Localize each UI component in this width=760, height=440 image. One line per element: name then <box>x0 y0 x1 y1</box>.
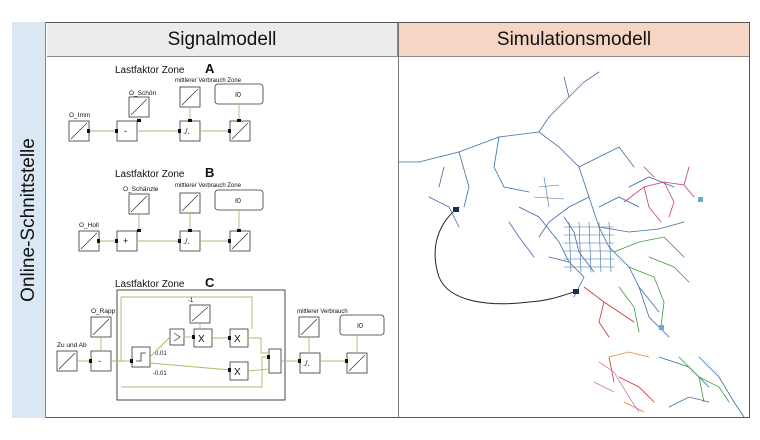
zone-a-sub-block <box>116 120 138 142</box>
zone-a: Lastfaktor Zone A O_Schön mittlerer Verb… <box>68 61 264 142</box>
zone-c-display <box>339 314 385 336</box>
header-simulation-model: Simulationsmodell <box>399 23 749 57</box>
signal-model-diagram: Lastfaktor Zone A O_Schön mittlerer Verb… <box>56 61 385 401</box>
zone-a-input-label: O_Imm <box>69 112 90 119</box>
zone-a-op1: - <box>124 126 127 136</box>
zone-c-upper: 0.01 <box>155 351 167 357</box>
zone-b-letter: B <box>205 165 214 180</box>
zone-c-display-value: I0 <box>357 323 363 330</box>
simulation-network-map <box>399 71 745 418</box>
zone-a-display-value: I0 <box>235 92 241 99</box>
zone-c-gain-block <box>169 328 185 346</box>
zone-c-mul2-top: X <box>234 334 241 345</box>
zone-c-op1: - <box>98 356 101 366</box>
zone-c-op2: ./. <box>303 359 310 368</box>
pipeline-black <box>434 206 578 305</box>
network-blue <box>399 71 745 418</box>
zone-a-letter: A <box>205 61 215 76</box>
zone-b: Lastfaktor Zone B O_Schänzle mittlerer V… <box>78 165 264 252</box>
map-markers <box>453 197 703 330</box>
zone-b-op2: ./. <box>183 237 190 246</box>
header-signal-model: Signalmodell <box>47 23 398 57</box>
zone-c-letter: C <box>205 275 215 290</box>
zone-c-mul1: X <box>198 334 205 345</box>
zone-c-mul2: X <box>234 367 241 378</box>
zone-b-display-value: I0 <box>235 198 241 205</box>
zone-c-source-label: O_Rapp <box>91 308 116 315</box>
side-panel <box>12 22 46 418</box>
zone-b-op1: + <box>123 236 128 246</box>
zone-c-display-label: mittlerer Verbrauch <box>297 309 348 315</box>
zone-c-sub-block <box>90 350 112 372</box>
zone-c-lower: -0.01 <box>153 371 167 377</box>
zone-a-op2: ./. <box>183 127 190 136</box>
zone-b-input-label: O_Holl <box>79 222 99 229</box>
network-pink <box>593 361 640 413</box>
network-red <box>583 286 655 403</box>
side-label: Online-Schnittstelle <box>18 138 39 302</box>
network-magenta <box>623 166 695 223</box>
network-blue-grid <box>533 176 615 273</box>
zone-a-source-label: O_Schön <box>129 90 156 97</box>
zone-c-const: -1 <box>188 298 194 304</box>
network-green <box>613 236 730 403</box>
zone-b-display-label: mittlerer Verbrauch Zone <box>175 183 242 189</box>
zone-c-title: Lastfaktor Zone <box>115 279 185 290</box>
zone-b-source-label: O_Schänzle <box>123 186 159 193</box>
zone-a-display-label: mittlerer Verbrauch Zone <box>175 78 242 84</box>
network-orange <box>608 351 650 413</box>
zone-c-input-label: Zu und Ab <box>57 342 87 349</box>
column-divider <box>398 22 399 418</box>
zone-a-title: Lastfaktor Zone <box>115 65 185 76</box>
zone-b-title: Lastfaktor Zone <box>115 169 185 180</box>
zone-c-sum-block <box>268 348 282 374</box>
zone-c-subsystem-frame <box>116 289 286 401</box>
zone-c: Lastfaktor Zone C Zu und Ab O_Rapp mittl… <box>56 275 385 401</box>
